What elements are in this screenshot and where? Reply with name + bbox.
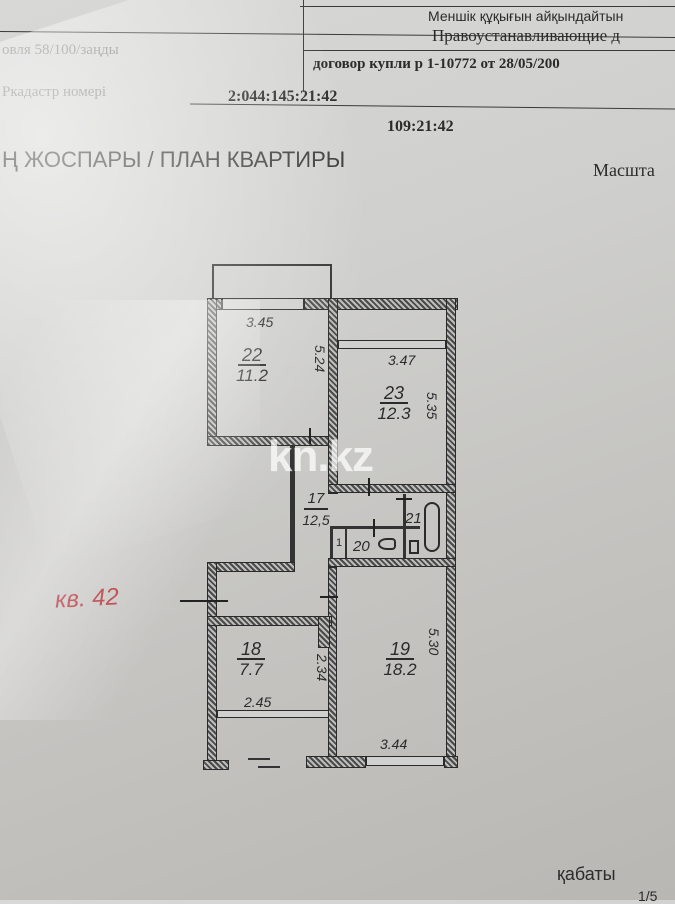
wall-left-lower <box>207 562 217 762</box>
balcony-dash-1 <box>248 758 270 760</box>
room-19-label: 19 18.2 <box>372 640 428 680</box>
wall-bottom-19-a <box>306 756 366 768</box>
balcony-outline-right <box>330 264 332 298</box>
room-23-number: 23 <box>379 384 409 404</box>
room-23-area: 12.3 <box>377 404 411 423</box>
balcony-outline-left <box>212 264 214 298</box>
room-22-number: 22 <box>237 346 267 366</box>
dim-18-width: 2.45 <box>244 694 272 710</box>
wall-top-18 <box>207 616 332 626</box>
apartment-note: кв. 42 <box>54 583 120 614</box>
room-19-area: 18.2 <box>383 660 417 679</box>
dim-23-width: 3.47 <box>388 352 416 368</box>
closet-18 <box>318 616 330 648</box>
wall-bottom-23 <box>328 484 456 493</box>
window-room-22 <box>222 298 304 310</box>
header-row-line-2 <box>303 50 675 51</box>
room-17-number: 17 <box>303 490 329 510</box>
bath-divider <box>403 494 406 560</box>
room-21-number: 21 <box>405 510 422 527</box>
right-title-kz: Меншік құқығын айқындайтын <box>428 8 624 24</box>
room-19-number: 19 <box>385 640 415 660</box>
room-20-number: 20 <box>353 538 370 555</box>
dim-18-length: 2.34 <box>314 654 330 682</box>
watermark: kn.kz <box>268 432 374 481</box>
dim-22-width: 3.45 <box>246 314 274 330</box>
room-17-label: 17 12,5 <box>294 490 338 530</box>
room-18-label: 18 7.7 <box>226 640 276 680</box>
dim-23-length: 5.35 <box>424 392 440 420</box>
room-22-label: 22 11.2 <box>222 346 282 386</box>
bath-wall-left <box>330 526 333 560</box>
room-18-area: 7.7 <box>239 660 263 679</box>
wall-left-22 <box>207 298 217 446</box>
room-17-area: 12,5 <box>302 512 330 528</box>
dim-22-length: 5.24 <box>312 345 328 373</box>
header-top-line <box>300 6 675 7</box>
room-18-number: 18 <box>236 640 266 660</box>
sink-icon <box>409 540 419 554</box>
door-mark-entry <box>180 600 228 602</box>
floor-value: 1/5 <box>638 888 658 904</box>
door-mark-20 <box>373 519 375 537</box>
door-mark-21 <box>396 498 412 500</box>
balcony-dash-2 <box>258 766 280 768</box>
toilet-icon <box>378 538 396 550</box>
wall-bottom-19-b <box>444 756 458 768</box>
bathtub-icon <box>424 502 440 552</box>
wall-above-18 <box>207 562 295 572</box>
window-room-19 <box>366 756 444 766</box>
right-title-ru: Правоустанавливающие д <box>432 26 621 45</box>
dim-19-length: 5.30 <box>426 628 442 656</box>
door-mark-19 <box>320 596 338 598</box>
balcony-outline-top <box>212 264 332 266</box>
window-room-18 <box>217 710 329 718</box>
scale-label: Масшта <box>593 160 655 180</box>
wall-bottom-bath <box>328 558 456 567</box>
wall-bottom-left <box>203 760 229 770</box>
floor-label: қабаты <box>557 864 616 884</box>
closet-divider <box>345 529 347 560</box>
room-22-area: 11.2 <box>236 366 268 385</box>
window-room-23 <box>338 340 446 349</box>
closet-mark: 1 <box>336 537 343 549</box>
room-23-label: 23 12.3 <box>364 384 424 424</box>
wall-right-upper <box>446 298 456 768</box>
dim-19-width: 3.44 <box>380 736 408 752</box>
